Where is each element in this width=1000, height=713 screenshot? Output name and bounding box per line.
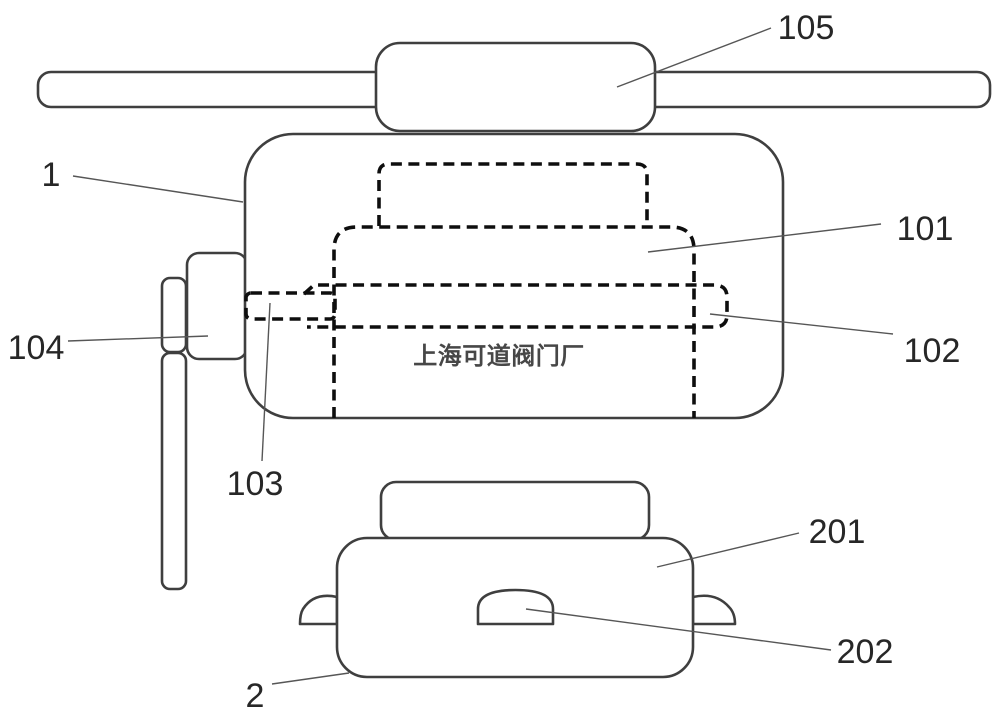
leader-line-104 <box>67 335 209 342</box>
side-stem-lower <box>160 351 188 591</box>
base-right-ear <box>691 594 737 626</box>
label-101: 101 <box>897 210 954 248</box>
side-stem-upper <box>160 276 188 354</box>
leader-line-103 <box>261 302 271 462</box>
inner-left-port <box>244 291 337 321</box>
leader-line-105 <box>616 27 772 88</box>
inner-main-cavity <box>332 225 696 418</box>
leader-line-102 <box>709 313 894 335</box>
label-201: 201 <box>809 513 866 551</box>
leader-line-1 <box>72 175 244 203</box>
label-202: 202 <box>837 633 894 671</box>
main-body <box>243 132 785 420</box>
watermark-text: 上海可道阀门厂 <box>413 342 585 370</box>
label-1: 1 <box>42 156 61 194</box>
leader-line-201 <box>656 532 800 568</box>
rod-grip <box>374 41 657 133</box>
label-2: 2 <box>246 677 265 713</box>
base-left-ear <box>298 594 339 626</box>
leader-line-101 <box>647 223 882 253</box>
side-connector <box>185 251 249 361</box>
leader-line-2 <box>271 672 350 685</box>
base-arch <box>476 588 555 626</box>
label-103: 103 <box>227 465 284 503</box>
label-104: 104 <box>8 329 65 367</box>
inner-upper-step-cavity <box>377 162 649 226</box>
label-102: 102 <box>904 332 961 370</box>
label-105: 105 <box>778 9 835 47</box>
base-top-plate <box>379 480 651 542</box>
leader-line-202 <box>525 608 832 651</box>
